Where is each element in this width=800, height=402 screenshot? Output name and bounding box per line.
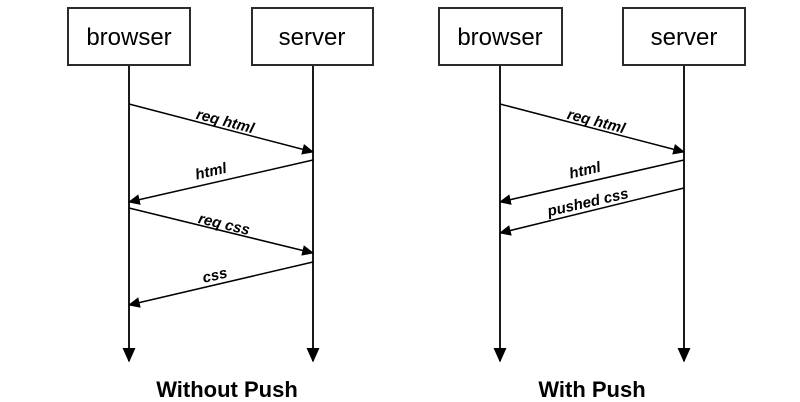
message-label-req-html: req html — [565, 106, 627, 137]
message-label-css: css — [201, 265, 229, 287]
message-arrow-html — [498, 159, 685, 205]
actor-label-browser: browser — [86, 24, 171, 51]
message-arrow-req-html — [128, 103, 315, 155]
message-label-html: html — [568, 159, 603, 183]
message-arrow-css — [127, 261, 314, 308]
message-label-pushed-css: pushed css — [545, 185, 630, 220]
actor-label-server: server — [279, 24, 346, 51]
message-label-html: html — [194, 160, 229, 184]
actor-label-server: server — [651, 24, 718, 51]
message-label-req-css: req css — [197, 210, 252, 239]
actor-box-server — [622, 7, 746, 66]
actor-box-server — [251, 7, 374, 66]
caption-without-push: Without Push — [156, 377, 298, 402]
message-arrow-req-html — [499, 103, 686, 155]
message-arrow-pushed-css — [498, 187, 685, 236]
actor-label-browser: browser — [457, 24, 542, 51]
message-label-req-html: req html — [194, 106, 256, 137]
diagram-with-push: browser server req html html pushed css … — [438, 7, 746, 402]
diagram-without-push: browser server req html html req css css… — [67, 7, 374, 402]
message-arrow-html — [127, 159, 314, 205]
message-arrow-req-css — [128, 207, 315, 256]
actor-box-browser — [67, 7, 191, 66]
caption-with-push: With Push — [538, 377, 645, 402]
actor-box-browser — [438, 7, 563, 66]
